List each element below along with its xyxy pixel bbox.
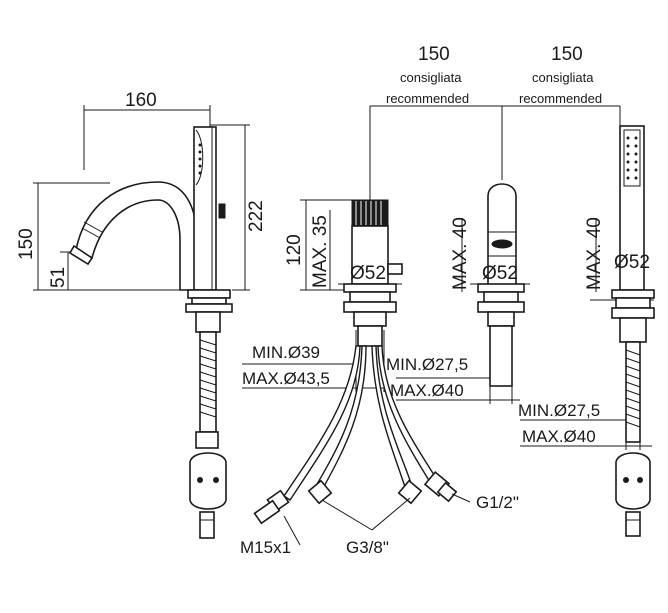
side-view: 160 222 150 51 [16,90,267,539]
spacing-shower-value: 150 [551,44,583,65]
spacing-mixer-en: recommended [386,91,469,106]
handshower-unit: MAX. 40 Ø52 MIN.Ø27,5 MAX.Ø40 [518,125,655,537]
dim-mixer-dia52: Ø52 [350,263,386,284]
hose-weight-right [615,452,651,510]
spacing-dimensions: 150 consigliata recommended 150 consigli… [369,44,621,200]
dim-height-222: 222 [246,200,267,232]
label-hose-thread: G3/8" [346,538,389,557]
mixer-unit: 120 MAX. 35 Ø52 MIN.Ø39 MAX.Ø43,5 [240,199,519,557]
dim-height-150: 150 [16,228,37,260]
dim-width-160: 160 [125,90,157,111]
dim-height-51: 51 [48,267,69,288]
spacing-mixer-value: 150 [418,44,450,65]
dim-mixer-hole-max: MAX.Ø43,5 [242,369,330,388]
dim-mixer-max35: MAX. 35 [310,215,331,288]
handshower-side [193,126,217,291]
spout-unit: MAX. 40 Ø52 MIN.Ø27,5 MAX.Ø40 [386,183,530,404]
dim-spout-max40: MAX. 40 [450,217,471,290]
label-inlet-thread: G1/2" [476,493,519,512]
spacing-mixer-it: consigliata [400,70,462,85]
dim-shower-max40: MAX. 40 [584,217,605,290]
dim-mixer-hole-min: MIN.Ø39 [252,343,320,362]
hose-weight-left [189,452,227,510]
dim-shower-dia52: Ø52 [614,252,650,273]
mixer-knurled-handle [351,199,389,227]
spacing-shower-it: consigliata [532,70,594,85]
spacing-shower-en: recommended [519,91,602,106]
dim-mixer-120: 120 [284,234,305,266]
dim-shower-hole-min: MIN.Ø27,5 [518,401,600,420]
spout-body-front [487,183,517,291]
dim-shower-hole-max: MAX.Ø40 [522,427,596,446]
label-outlet-thread: M15x1 [240,538,291,557]
dim-spout-hole-max: MAX.Ø40 [390,381,464,400]
dim-spout-dia52: Ø52 [482,263,518,284]
spout-arc [75,181,197,291]
dim-spout-hole-min: MIN.Ø27,5 [386,355,468,374]
